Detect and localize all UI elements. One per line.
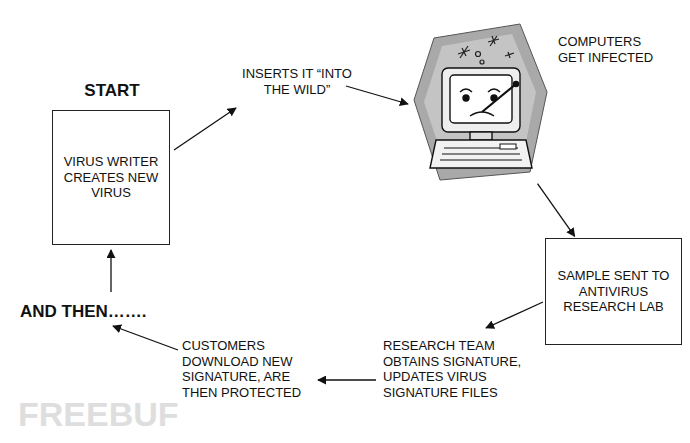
flow-arrow <box>346 86 408 104</box>
flow-arrow <box>113 326 178 350</box>
start-box: STARTVIRUS WRITER CREATES NEW VIRUS <box>52 110 170 245</box>
loop-note: AND THEN……. <box>20 302 180 322</box>
stage-caption: CUSTOMERS DOWNLOAD NEW SIGNATURE, ARE TH… <box>182 338 314 400</box>
computer-node: COMPUTERS GET INFECTED <box>412 22 548 182</box>
stage-caption: INSERTS IT “INTO THE WILD” <box>238 66 356 97</box>
flow-arrow <box>174 108 236 150</box>
flow-arrow <box>538 184 575 237</box>
infected-computer-illustration <box>412 22 548 182</box>
start-heading: START <box>53 81 171 101</box>
stage-caption: COMPUTERS GET INFECTED <box>558 34 666 65</box>
box-text: VIRUS WRITER CREATES NEW VIRUS <box>63 154 159 201</box>
flow-arrow <box>486 302 543 328</box>
flow-arrow <box>110 250 111 292</box>
flow-arrow <box>318 379 376 380</box>
lab-box: SAMPLE SENT TO ANTIVIRUS RESEARCH LAB <box>545 238 682 345</box>
stage-caption: RESEARCH TEAM OBTAINS SIGNATURE, UPDATES… <box>383 338 543 400</box>
box-text: SAMPLE SENT TO ANTIVIRUS RESEARCH LAB <box>556 268 671 315</box>
watermark: FREEBUF <box>18 394 198 435</box>
